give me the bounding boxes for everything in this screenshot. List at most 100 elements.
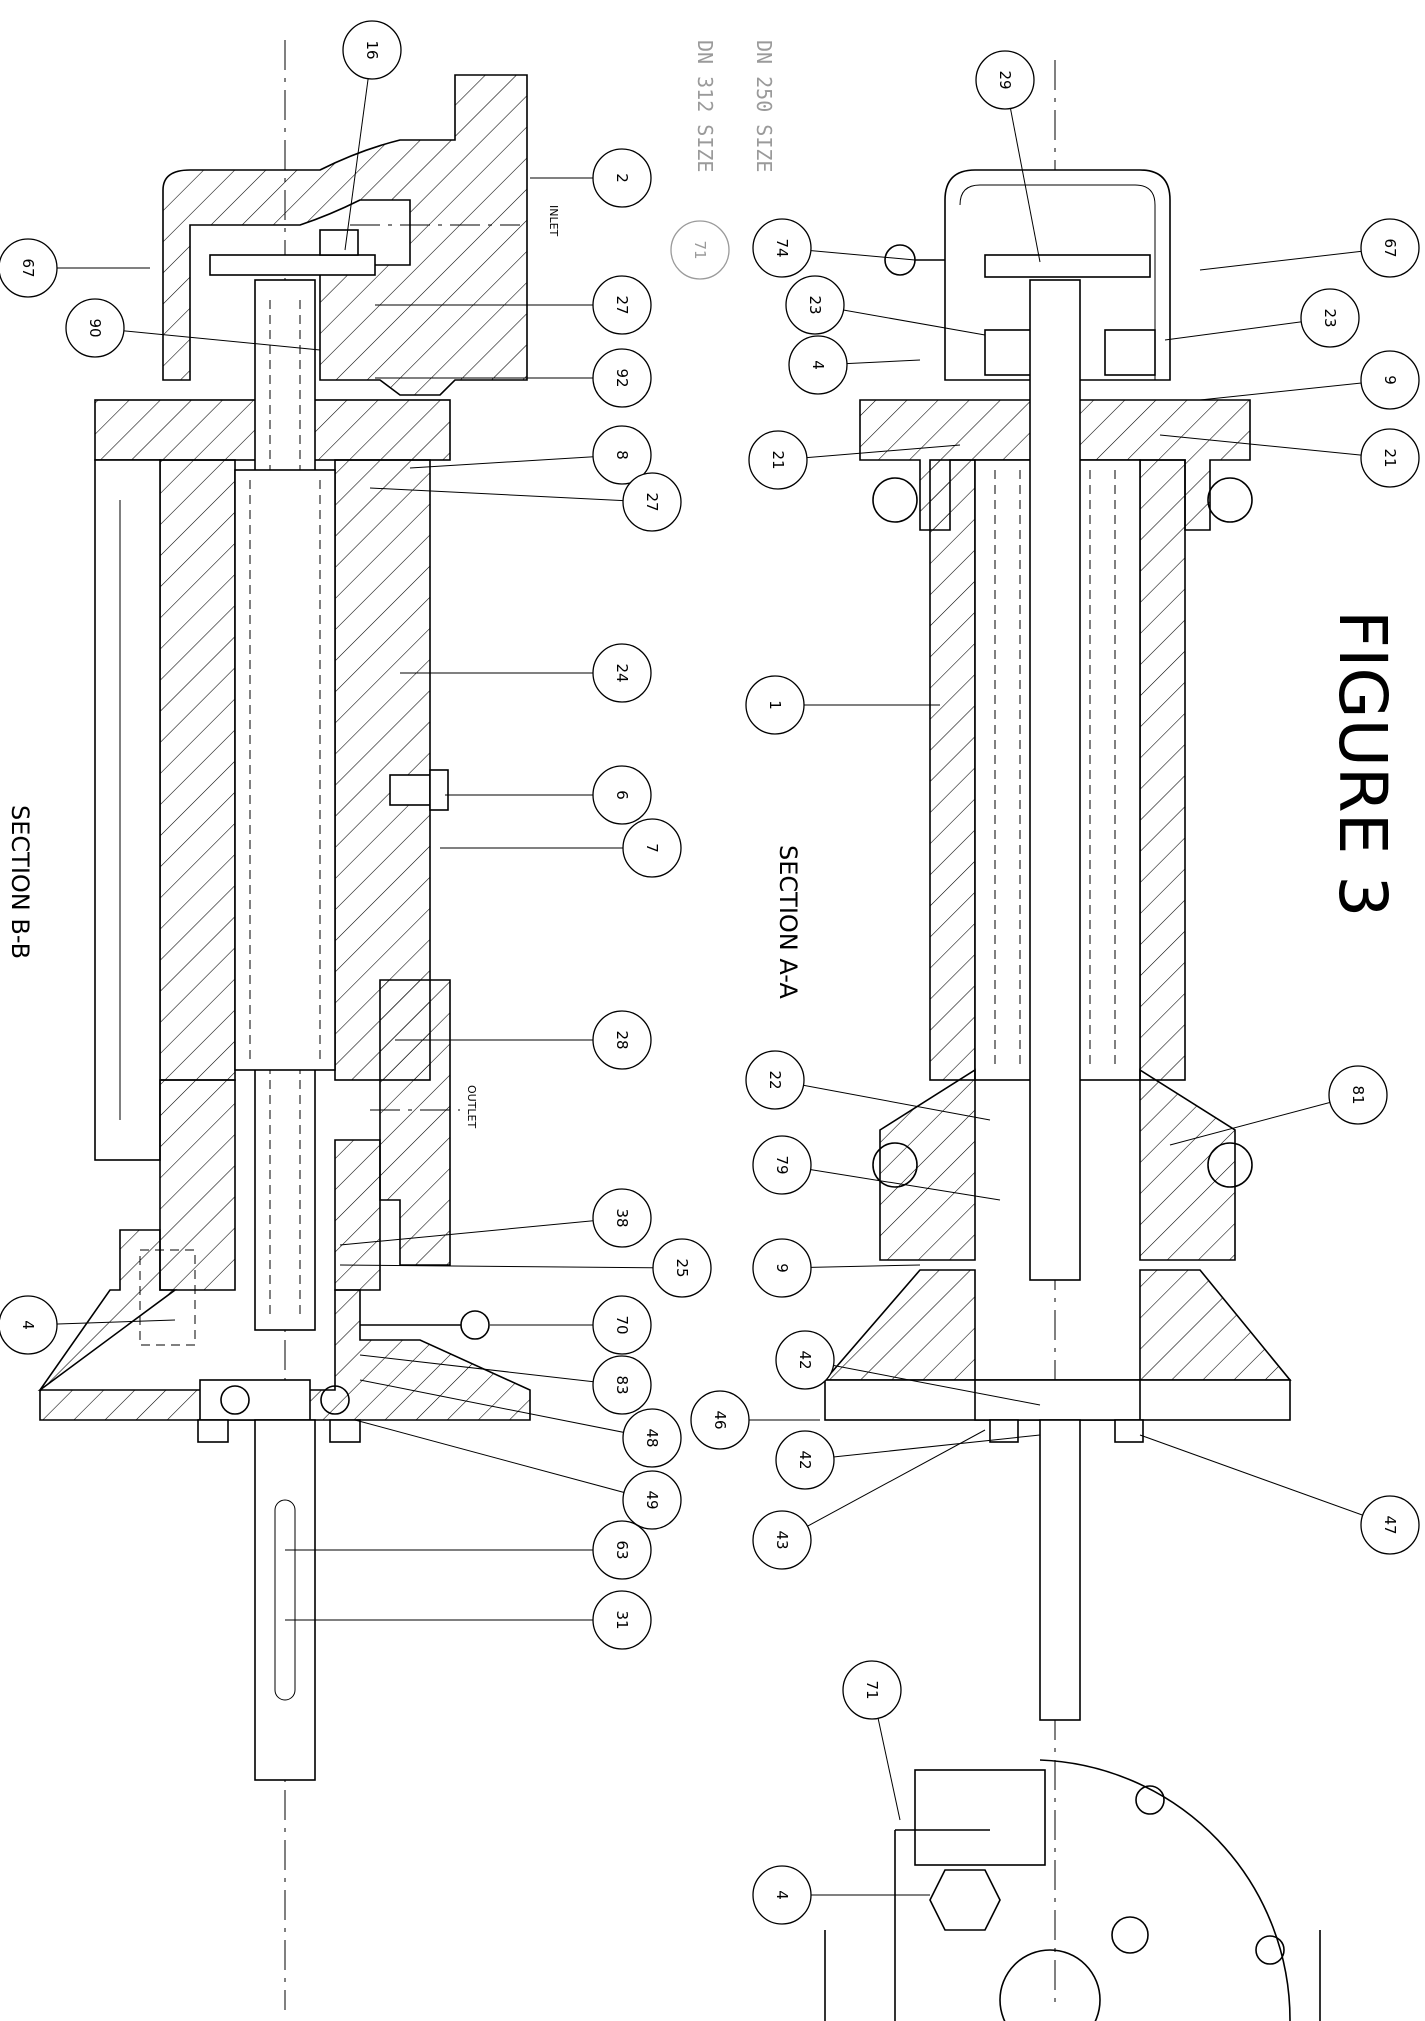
- balloon-leader: [1169, 1094, 1359, 1146]
- detail-hole-1: [1135, 1785, 1165, 1815]
- part-balloon: 25: [652, 1238, 712, 1298]
- part-balloon: 27: [622, 472, 682, 532]
- part-number: 83: [613, 1375, 631, 1394]
- rotor-b: [234, 469, 336, 1071]
- part-balloon: 79: [752, 1135, 812, 1195]
- part-number: 74: [773, 238, 791, 257]
- part-balloon: 21: [748, 430, 808, 490]
- lift-eye-4: [1207, 1142, 1253, 1188]
- nut-a-1: [989, 1419, 1019, 1443]
- part-balloon: 21: [1360, 428, 1420, 488]
- shaft-extension-b: [254, 1419, 316, 1781]
- part-balloon: 49: [622, 1470, 682, 1530]
- part-number: 46: [711, 1410, 729, 1429]
- section-b-b-view: [37, 40, 531, 2010]
- lift-eye-2: [1207, 477, 1253, 523]
- nut-b-2: [329, 1419, 361, 1443]
- part-number: 92: [613, 368, 631, 387]
- balloon-leader: [781, 1164, 1001, 1201]
- lower-right-body: [334, 1139, 381, 1291]
- part-balloon: 67: [1360, 218, 1420, 278]
- balloon-leader: [1199, 247, 1391, 271]
- part-balloon: 2: [592, 148, 652, 208]
- balloon-leader: [339, 1264, 683, 1269]
- balloon-leader: [359, 1354, 623, 1386]
- balloon-leader: [344, 49, 373, 251]
- part-number: 81: [1349, 1085, 1367, 1104]
- part-number: 9: [773, 1263, 791, 1273]
- balloon-leader: [359, 1379, 653, 1439]
- part-number: 2: [613, 173, 631, 183]
- part-number: 31: [613, 1610, 631, 1629]
- stator-left: [159, 459, 236, 1081]
- part-number: 63: [613, 1540, 631, 1559]
- balloon-leader: [777, 444, 961, 461]
- part-number: 4: [773, 1890, 791, 1900]
- size-note-dn312: DN 312 SIZE: [693, 40, 717, 172]
- part-number: 42: [796, 1450, 814, 1469]
- outer-frame-left: [94, 459, 161, 1161]
- part-number: 70: [613, 1315, 631, 1334]
- base-flange-left: [823, 1269, 976, 1381]
- detail-hex-nut: [929, 1869, 1001, 1931]
- part-balloon: 24: [592, 643, 652, 703]
- part-number: 49: [643, 1490, 661, 1509]
- part-number: 23: [806, 295, 824, 314]
- part-balloon: 90: [65, 298, 125, 358]
- part-balloon: 28: [592, 1010, 652, 1070]
- part-number: 90: [86, 318, 104, 337]
- stator-a-right: [1139, 459, 1186, 1081]
- part-number: 4: [809, 360, 827, 370]
- part-number: 22: [766, 1070, 784, 1089]
- part-number: 24: [613, 663, 631, 682]
- valve-plate: [209, 254, 376, 276]
- part-number: 6: [613, 790, 631, 800]
- part-balloon: 31: [592, 1590, 652, 1650]
- part-number: 38: [613, 1208, 631, 1227]
- pin-right: [1104, 329, 1156, 376]
- valve-plate-a: [984, 254, 1151, 278]
- part-balloon: 8: [592, 425, 652, 485]
- detail-view: [824, 1759, 1321, 2021]
- part-balloon: 47: [1360, 1495, 1420, 1555]
- pin-left: [984, 329, 1036, 376]
- part-balloon: 74: [752, 218, 812, 278]
- stator-a-left: [929, 459, 976, 1081]
- part-number: 47: [1381, 1515, 1399, 1534]
- part-number: 42: [796, 1350, 814, 1369]
- part-balloon: 23: [1300, 288, 1360, 348]
- balloon-leader: [1199, 379, 1391, 401]
- part-number: 1: [766, 700, 784, 710]
- bearing-ball-1: [220, 1385, 250, 1415]
- keyway-b: [274, 1499, 296, 1701]
- part-balloon: 81: [1328, 1065, 1388, 1125]
- balloon-leader: [354, 1419, 653, 1501]
- lift-eye-3: [872, 1142, 918, 1188]
- part-number: 7: [643, 843, 661, 853]
- base-flange-right: [1139, 1269, 1292, 1381]
- part-number: 8: [613, 450, 631, 460]
- part-balloon: 27: [592, 275, 652, 335]
- inlet-label: INLET: [547, 205, 560, 237]
- fitting-70: [460, 1310, 490, 1340]
- part-balloon: 92: [592, 348, 652, 408]
- part-number: 79: [773, 1155, 791, 1174]
- bearing-b: [199, 1379, 311, 1421]
- lift-eye-1: [872, 477, 918, 523]
- part-balloon: 43: [752, 1510, 812, 1570]
- section-a-label: SECTION A-A: [774, 845, 802, 999]
- balloon-leader: [1159, 434, 1391, 459]
- detail-arc: [1039, 1759, 1291, 2021]
- balloon-leader: [94, 327, 321, 351]
- part-balloon: 46: [690, 1390, 750, 1450]
- part-number: 21: [1381, 448, 1399, 467]
- outlet-label: OUTLET: [465, 1085, 478, 1129]
- part-balloon: 70: [592, 1295, 652, 1355]
- valve-bolt: [319, 229, 359, 256]
- part-balloon: 4: [752, 1865, 812, 1925]
- part-number: 16: [363, 40, 381, 59]
- part-balloon: 71: [842, 1660, 902, 1720]
- size-note-dn250: DN 250 SIZE: [752, 40, 776, 172]
- shaft-extension-a: [1039, 1419, 1081, 1721]
